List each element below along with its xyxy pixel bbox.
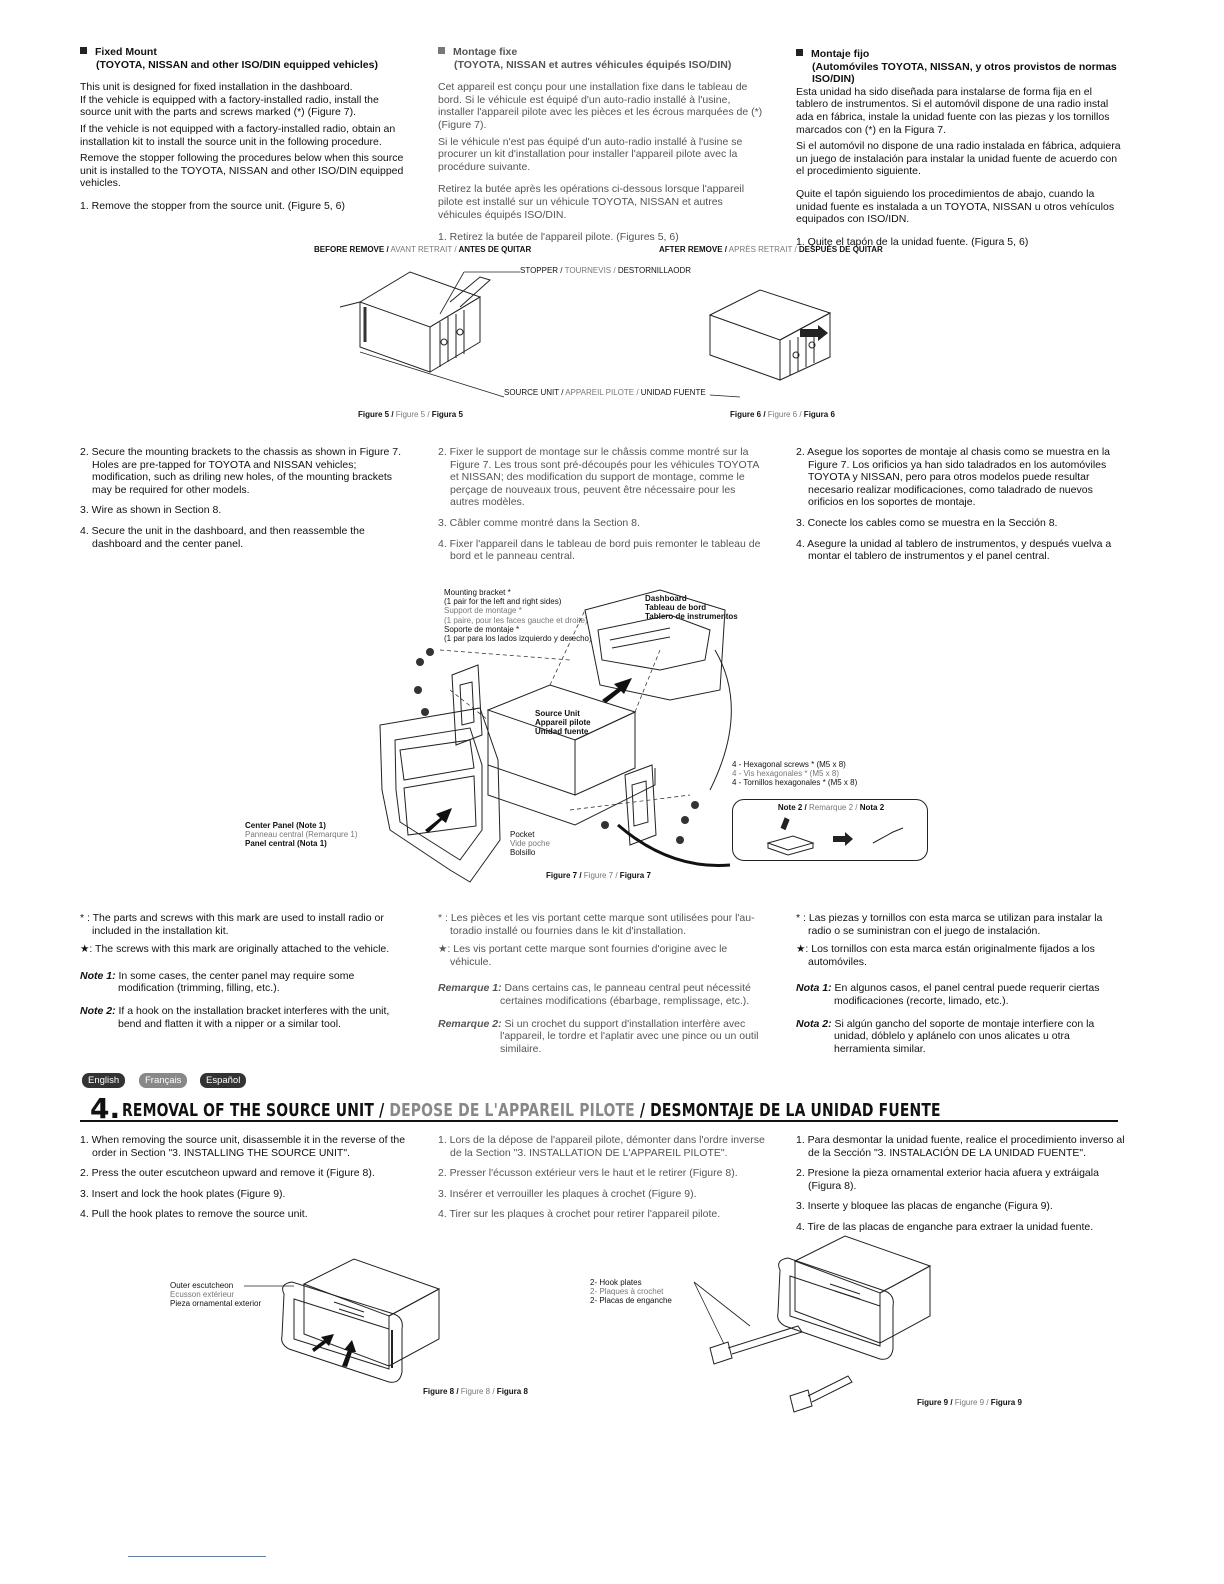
step: 4. Secure the unit in the dashboard, and… <box>80 524 365 550</box>
marks-en: * : The parts and screws with this mark … <box>80 912 408 1030</box>
figure-5-caption: Figure 5 / Figure 5 / Figura 5 <box>358 410 463 419</box>
marks-es: * : Las piezas y tornillos con esta marc… <box>796 912 1126 1055</box>
step: 1. Quite el tapón de la unidad fuente. (… <box>796 235 1029 248</box>
removal-steps-es: 1. Para desmontar la unidad fuente, real… <box>796 1134 1126 1234</box>
steps-es: 2. Asegue los soportes de montaje al cha… <box>796 446 1126 563</box>
mark-note: ★: The screws with this mark are origina… <box>80 943 390 956</box>
step: 3. Câbler comme montré dans la Section 8… <box>438 516 640 529</box>
mounting-bracket-label: Mounting bracket * (1 pair for the left … <box>444 588 592 643</box>
step: 2. Presser l'écusson extérieur vers le h… <box>438 1167 738 1180</box>
note-2: Remarque 2: Si un crochet du support d'i… <box>438 1017 759 1055</box>
paragraph: If the vehicle is not equipped with a fa… <box>80 122 396 148</box>
note-2: Note 2: If a hook on the installation br… <box>80 1004 390 1030</box>
step: 1. When removing the source unit, disass… <box>80 1134 406 1159</box>
paragraph: Remove the stopper following the procedu… <box>80 152 404 190</box>
before-remove-label: BEFORE REMOVE / AVANT RETRAIT / ANTES DE… <box>314 245 532 254</box>
tab-francais[interactable]: Français <box>139 1073 188 1088</box>
figure-8-illustration <box>244 1258 441 1383</box>
paragraph: Quite el tapón siguiendo los procedimien… <box>796 187 1115 226</box>
step: 4. Tire de las placas de enganche para e… <box>796 1220 1094 1233</box>
step: 2. Secure the mounting brackets to the c… <box>80 446 402 496</box>
footer-line <box>128 1556 266 1557</box>
mark-note: * : Les pièces et les vis portant cette … <box>438 912 755 937</box>
paragraph: If the vehicle is equipped with a factor… <box>80 93 379 119</box>
mark-note: ★: Los tornillos con esta marca están or… <box>796 943 1095 968</box>
note2-title: Note 2 / Remarque 2 / Nota 2 <box>777 803 885 812</box>
section-heading: Montage fixe(TOYOTA, NISSAN et autres vé… <box>438 46 766 71</box>
hexagonal-screws-label: 4 - Hexagonal screws * (M5 x 8) 4 - Vis … <box>732 760 858 788</box>
dashboard-label: Dashboard Tableau de bord Tablero de ins… <box>645 594 738 622</box>
tab-espanol[interactable]: Español <box>200 1073 247 1088</box>
marks-fr: * : Les pièces et les vis portant cette … <box>438 912 766 1055</box>
section-heading: Fixed Mount(TOYOTA, NISSAN and other ISO… <box>80 46 408 71</box>
step: 1. Para desmontar la unidad fuente, real… <box>796 1134 1125 1159</box>
figure-9-caption: Figure 9 / Figure 9 / Figura 9 <box>917 1398 1022 1407</box>
figure-6-illustration <box>708 289 832 398</box>
hook-plates-label: 2- Hook plates 2- Plaques à crochet 2- P… <box>590 1278 672 1306</box>
source-unit-fig7-label: Source Unit Appareil pilote Unidad fuent… <box>535 709 591 737</box>
figure-8-caption: Figure 8 / Figure 8 / Figura 8 <box>423 1387 528 1396</box>
figure-7-illustration <box>379 589 732 883</box>
after-remove-label: AFTER REMOVE / APRÈS RETRAIT / DESPUÉS D… <box>659 245 883 254</box>
paragraph: This unit is designed for fixed installa… <box>80 81 353 94</box>
fixed-mount-fr: Montage fixe(TOYOTA, NISSAN et autres vé… <box>438 46 766 244</box>
paragraph: Si le véhicule n'est pas équipé d'un aut… <box>438 135 743 173</box>
removal-steps-fr: 1. Lors de la dépose de l'appareil pilot… <box>438 1134 766 1221</box>
section-4-banner: 4. REMOVAL OF THE SOURCE UNIT / DEPOSE D… <box>80 1092 1118 1125</box>
figure-6-caption: Figure 6 / Figure 6 / Figura 6 <box>730 410 835 419</box>
steps-en: 2. Secure the mounting brackets to the c… <box>80 446 408 550</box>
paragraph: Esta unidad ha sido diseñada para instal… <box>796 85 1110 136</box>
mark-note: ★: Les vis portant cette marque sont fou… <box>438 943 728 968</box>
figure-5-illustration <box>339 271 520 398</box>
section-title: REMOVAL OF THE SOURCE UNIT / DEPOSE DE L… <box>122 1100 941 1121</box>
paragraph: Retirez la butée après les opérations ci… <box>438 183 745 221</box>
figure-9-illustration <box>693 1235 932 1413</box>
paragraph: Cet appareil est conçu pour une installa… <box>438 81 763 131</box>
step: 4. Pull the hook plates to remove the so… <box>80 1208 308 1221</box>
note2-box: Note 2 / Remarque 2 / Nota 2 <box>732 799 928 861</box>
step: 4. Fixer l'appareil dans le tableau de b… <box>438 537 761 563</box>
source-unit-label: SOURCE UNIT / APPAREIL PILOTE / UNIDAD F… <box>504 388 706 397</box>
step: 1. Retirez la butée de l'appareil pilote… <box>438 231 679 244</box>
center-panel-label: Center Panel (Note 1) Panneau central (R… <box>245 821 358 849</box>
figure-7-caption: Figure 7 / Figure 7 / Figura 7 <box>546 871 651 880</box>
tab-english[interactable]: English <box>82 1073 126 1088</box>
note-1: Note 1: In some cases, the center panel … <box>80 969 355 995</box>
removal-steps-en: 1. When removing the source unit, disass… <box>80 1134 408 1221</box>
step: 3. Inserte y bloquee las placas de engan… <box>796 1200 1053 1213</box>
step: 3. Insert and lock the hook plates (Figu… <box>80 1187 286 1200</box>
note-1: Remarque 1: Dans certains cas, le pannea… <box>438 982 751 1007</box>
note-1: Nota 1: En algunos casos, el panel centr… <box>796 982 1100 1007</box>
step: 2. Fixer le support de montage sur le ch… <box>438 446 759 509</box>
stopper-label: STOPPER / TOURNEVIS / DESTORNILLAODR <box>520 266 692 275</box>
step: 2. Presione la pieza ornamental exterior… <box>796 1167 1099 1192</box>
note-2: Nota 2: Si algún gancho del soporte de m… <box>796 1017 1095 1055</box>
note2-illustration <box>766 817 904 856</box>
steps-fr: 2. Fixer le support de montage sur le ch… <box>438 446 766 563</box>
step: 2. Press the outer escutcheon upward and… <box>80 1167 375 1180</box>
step: 3. Insérer et verrouiller les plaques à … <box>438 1187 697 1200</box>
step: 3. Conecte los cables como se muestra en… <box>796 516 1058 529</box>
paragraph: Si el automóvil no dispone de una radio … <box>796 140 1121 178</box>
outer-escutcheon-label: Outer escutcheon Ecusson extérieur Pieza… <box>170 1281 262 1309</box>
step: 2. Asegue los soportes de montaje al cha… <box>796 446 1111 509</box>
step: 4. Asegure la unidad al tablero de instr… <box>796 537 1112 563</box>
fixed-mount-es: Montaje fijo(Automóviles TOYOTA, NISSAN,… <box>796 48 1126 248</box>
step: 1. Remove the stopper from the source un… <box>80 199 345 212</box>
fixed-mount-en: Fixed Mount(TOYOTA, NISSAN and other ISO… <box>80 46 408 213</box>
step: 4. Tirer sur les plaques à crochet pour … <box>438 1208 721 1221</box>
mark-note: * : The parts and screws with this mark … <box>80 912 384 937</box>
pocket-label: Pocket Vide poche Bolsillo <box>510 830 550 858</box>
section-number: 4. <box>90 1092 121 1125</box>
step: 3. Wire as shown in Section 8. <box>80 504 222 517</box>
step: 1. Lors de la dépose de l'appareil pilot… <box>438 1134 765 1159</box>
section-heading: Montaje fijo(Automóviles TOYOTA, NISSAN,… <box>796 48 1126 86</box>
mark-note: * : Las piezas y tornillos con esta marc… <box>796 912 1103 937</box>
